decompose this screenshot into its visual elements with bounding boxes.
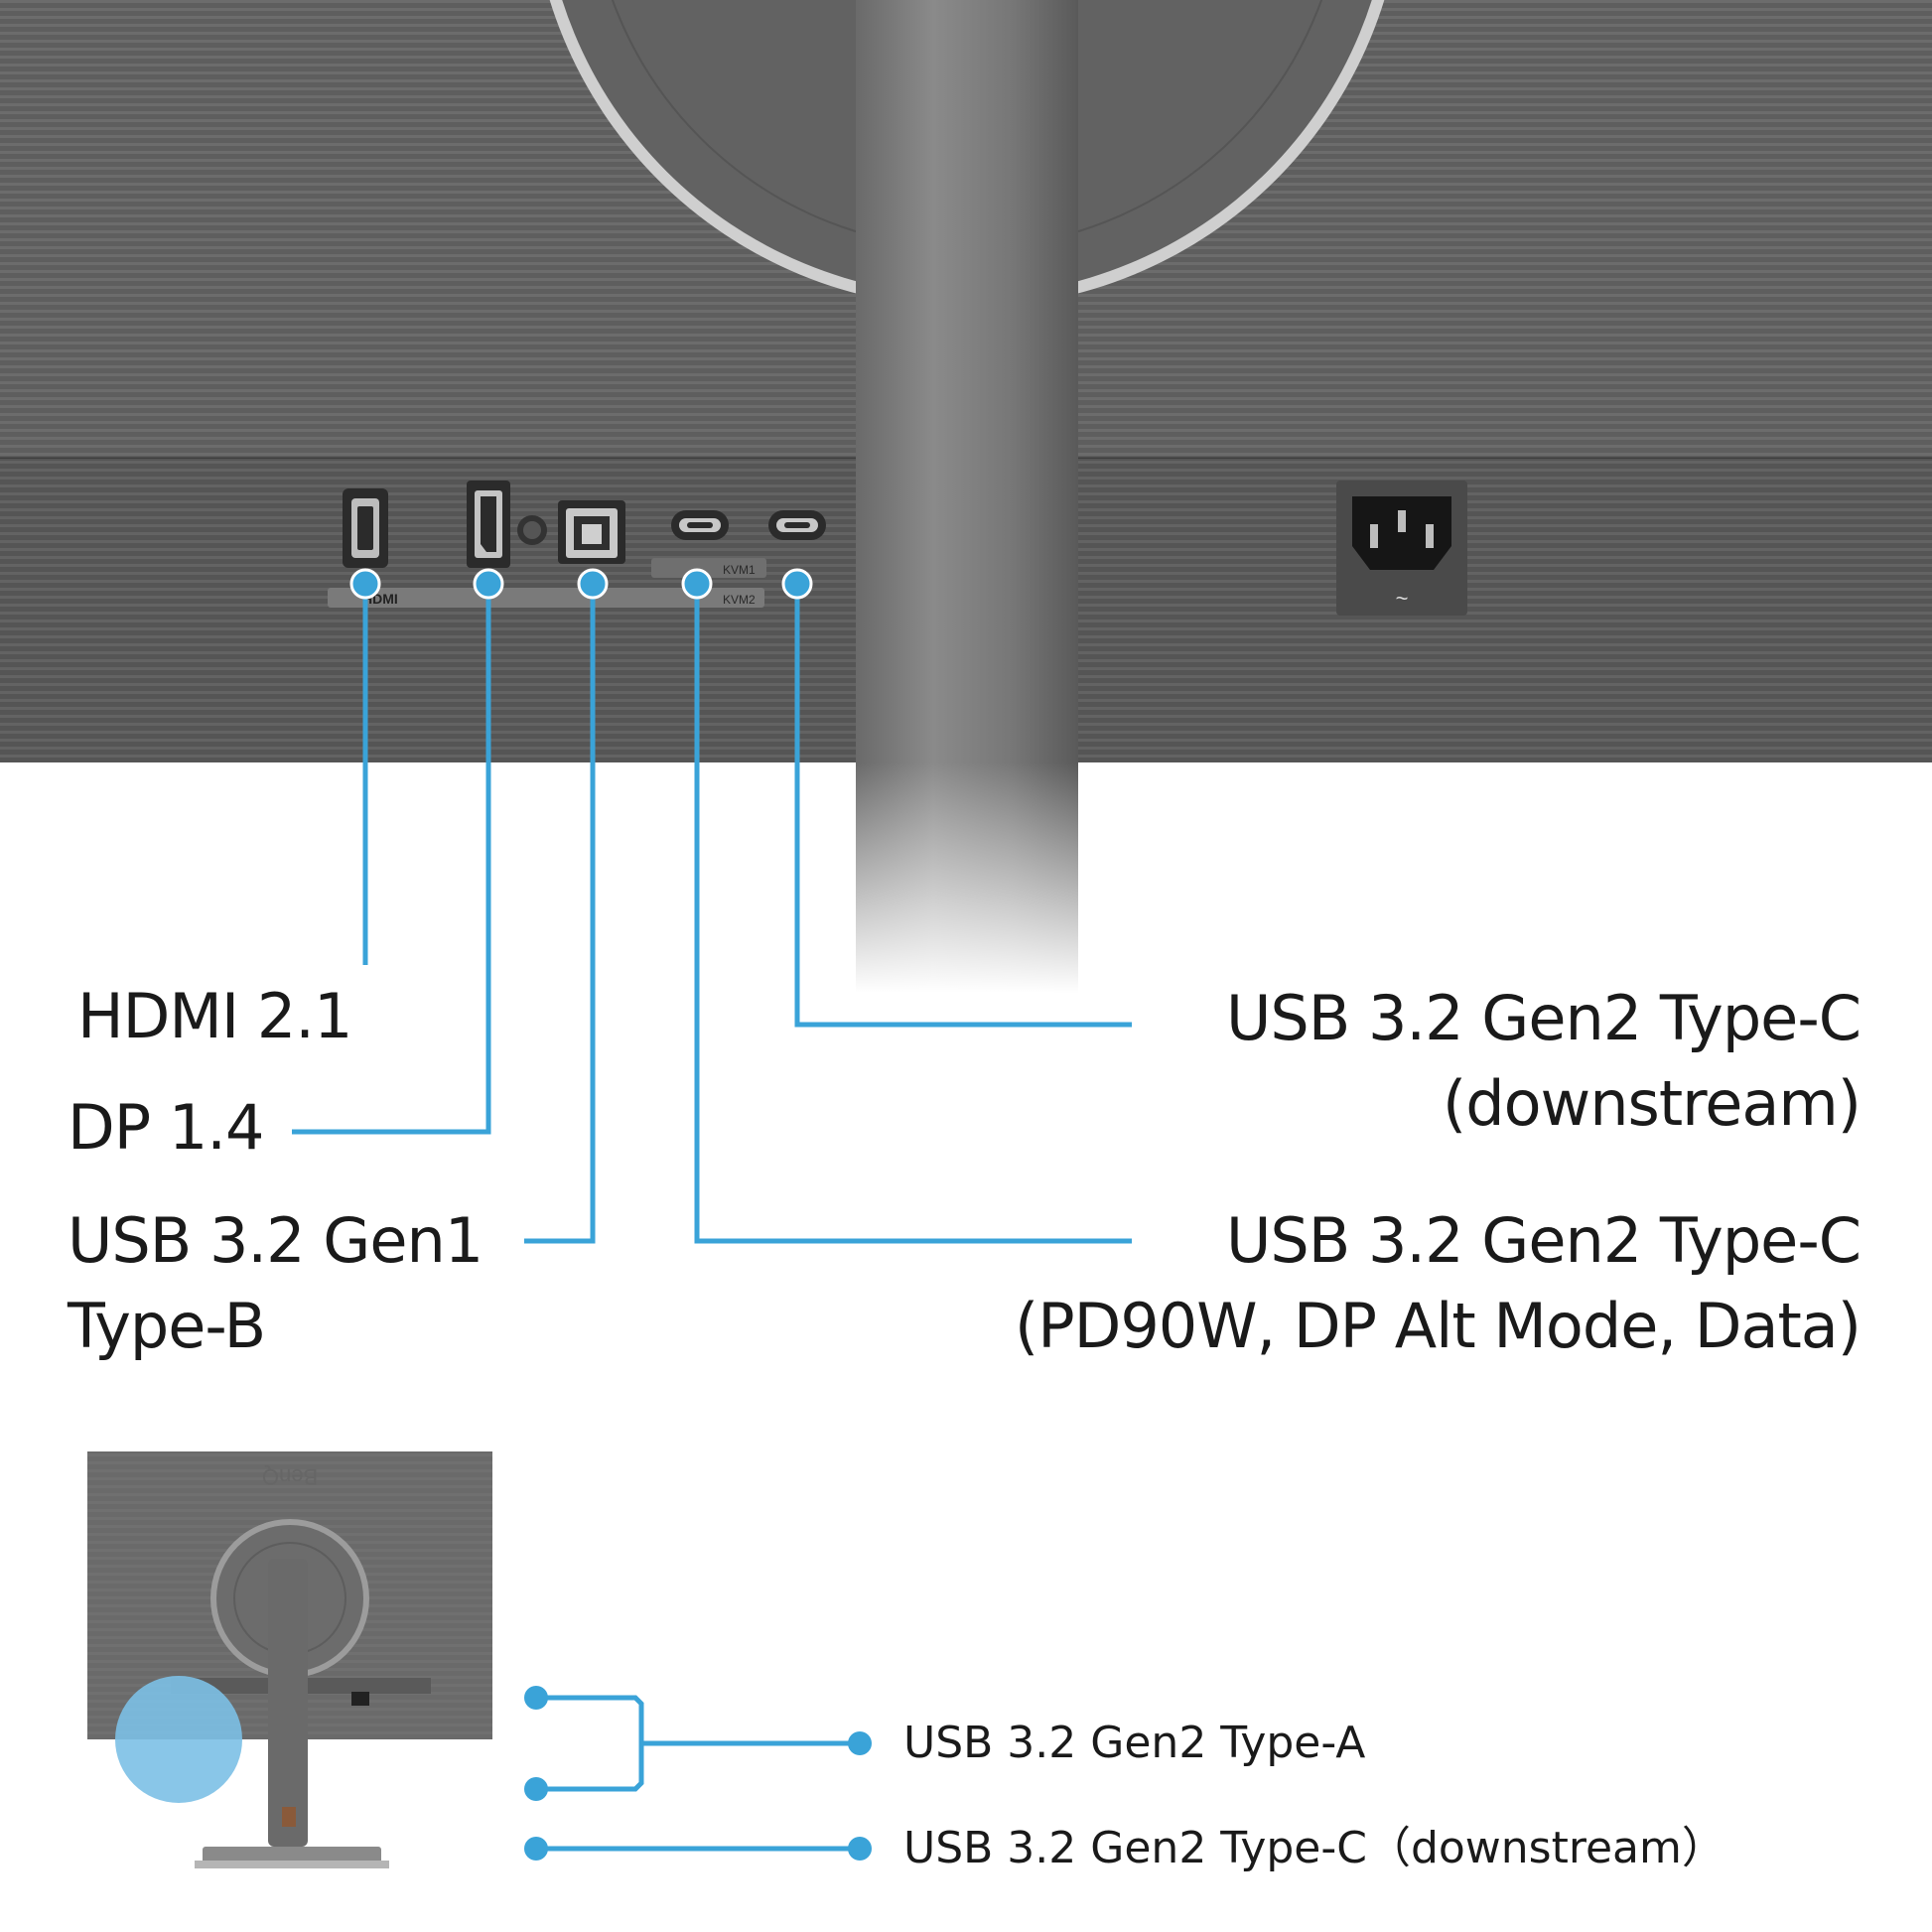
monitor-thumbnail: BenQ	[87, 1451, 492, 1868]
hdmi-port-icon	[343, 488, 388, 568]
usb-c-dot	[524, 1837, 548, 1861]
usbc-pd-callout-dot	[681, 568, 713, 600]
port-label-strip	[328, 588, 764, 608]
usb-b-label-line1: USB 3.2 Gen1	[68, 1204, 483, 1277]
ac-power-socket-icon: ~	[1336, 481, 1467, 616]
kvm2-marking: KVM2	[723, 593, 756, 607]
dp-callout-dot	[473, 568, 504, 600]
usb-a-dot	[524, 1777, 548, 1801]
usbc-down-label-line2: (downstream)	[1443, 1067, 1862, 1140]
usbc-pd-label-line1: USB 3.2 Gen2 Type-C	[1226, 1204, 1862, 1277]
usb-b-port-icon	[558, 500, 625, 564]
bottom-leader-lines	[536, 1695, 860, 1852]
usb-c-port-icon	[768, 510, 826, 540]
monitor-back-closeup: HDMI KVM1 KVM2	[0, 0, 1932, 993]
usbc-pd-label-line2: (PD90W, DP Alt Mode, Data)	[1015, 1290, 1862, 1362]
hdmi-label: HDMI 2.1	[77, 980, 352, 1052]
hdmi-callout-dot	[349, 568, 381, 600]
usb-c-label-dot	[848, 1837, 872, 1861]
usb-a-dot	[524, 1686, 548, 1710]
ac-symbol: ~	[1396, 586, 1409, 611]
usbc-down-label-line1: USB 3.2 Gen2 Type-C	[1226, 982, 1862, 1054]
kvm1-marking: KVM1	[723, 563, 756, 577]
usb-b-callout-dot	[577, 568, 609, 600]
usb-a-label-dot	[848, 1731, 872, 1755]
usb-hub-highlight	[115, 1676, 242, 1803]
usb-c-port-icon	[671, 510, 729, 540]
usb-a-label: USB 3.2 Gen2 Type-A	[903, 1718, 1366, 1768]
usb-c-downstream-label: USB 3.2 Gen2 Type-C（downstream）	[903, 1823, 1725, 1873]
usb-b-label-line2: Type-B	[68, 1290, 266, 1362]
dp-label: DP 1.4	[68, 1091, 264, 1164]
usbc-down-callout-dot	[781, 568, 813, 600]
leader-lines	[292, 586, 1132, 1244]
brand-logo: BenQ	[262, 1464, 318, 1489]
displayport-icon	[467, 481, 510, 568]
